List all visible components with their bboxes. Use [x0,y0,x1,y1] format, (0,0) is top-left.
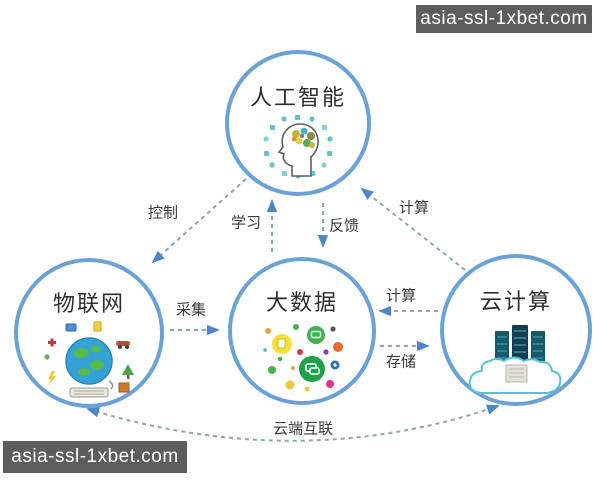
iot-icon-globe [65,337,113,385]
edge-label-compute-to-ai: 计算 [396,196,432,218]
iot-icon-peripherals [44,321,134,393]
watermark-bottom-left: asia-ssl-1xbet.com [3,441,187,473]
iot-icon-cable [108,380,114,390]
iot-icon-continents [73,345,104,377]
bigdata-icon-dot-cluster [263,324,343,392]
edge-label-learn: 学习 [228,211,264,233]
node-iot-title: 物联网 [52,291,125,316]
cloud-servers-icon [468,325,562,395]
node-cloud: 云计算 [440,254,592,406]
ai-head-brain-icon [263,115,333,179]
watermark-top-right: asia-ssl-1xbet.com [416,5,592,33]
edge-label-feedback: 反馈 [326,214,362,236]
node-iot: 物联网 [14,258,164,408]
node-cloud-title: 云计算 [479,289,552,314]
edge-label-storage: 存储 [383,350,419,372]
iot-globe-devices-icon [44,321,134,398]
ai-icon-brain-pieces [291,127,315,149]
node-bigdata: 大数据 [228,257,376,405]
iot-icon-keyboard [69,387,109,398]
edge-label-control: 控制 [145,201,181,223]
node-bigdata-title: 大数据 [265,290,338,315]
edge-label-cloud-link: 云端互联 [270,417,336,439]
edge-label-collect: 采集 [173,298,209,320]
edge-label-compute-to-bigdata: 计算 [383,284,419,306]
node-ai: 人工智能 [225,50,371,196]
cloud-icon-front-box [505,364,528,383]
node-ai-title: 人工智能 [249,85,346,110]
bigdata-colored-dots-icon [263,324,343,392]
